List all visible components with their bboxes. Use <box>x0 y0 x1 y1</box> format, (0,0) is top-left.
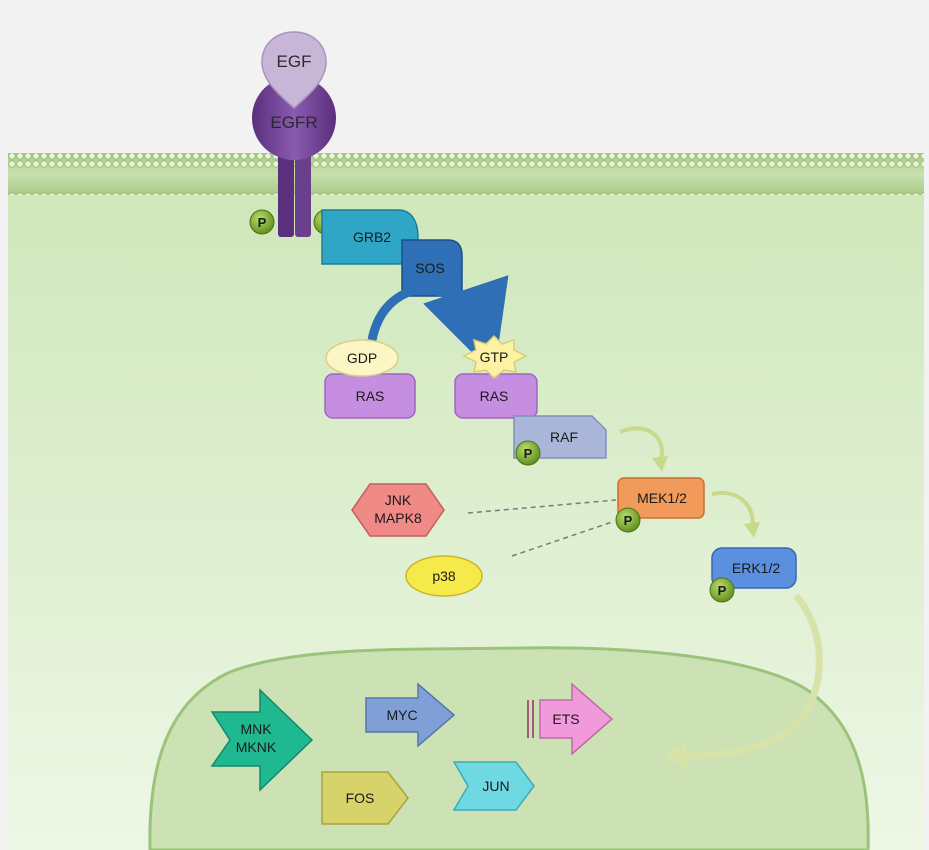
phospho-erk: P <box>709 577 735 603</box>
phospho-raf: P <box>515 440 541 466</box>
egfr-head <box>252 76 336 160</box>
phospho-mek: P <box>615 507 641 533</box>
p38-protein: p38 <box>405 555 483 597</box>
jnk-protein: JNK MAPK8 <box>351 483 445 537</box>
phospho-label: P <box>524 446 533 461</box>
jnk-label-1: JNK <box>385 492 412 508</box>
erk-protein: ERK1/2 P <box>709 547 797 603</box>
erk-to-nucleus-arrow <box>681 593 823 760</box>
egf-label: EGF <box>277 52 312 71</box>
phospho-label: P <box>258 215 267 230</box>
mnk-label-1: MNK <box>240 721 272 737</box>
ets-arrow: ETS <box>527 682 614 756</box>
mek-to-erk-arrowhead <box>744 522 760 538</box>
extracellular-space <box>8 0 924 155</box>
myc-label: MYC <box>386 707 417 723</box>
sos-label: SOS <box>415 260 445 276</box>
phospho-egfr-left: P <box>249 209 275 235</box>
mnk-label-2: MKNK <box>236 739 277 755</box>
jun-arrow: JUN <box>452 761 535 811</box>
gtp-star <box>462 334 528 380</box>
phospho-label: P <box>718 583 727 598</box>
erk-to-nucleus-arrowhead <box>664 742 688 770</box>
mnk-arrow: MNK MKNK <box>210 688 314 792</box>
fos-arrow: FOS <box>321 771 409 825</box>
gdp-label: GDP <box>347 350 377 366</box>
fos-label: FOS <box>346 790 375 806</box>
erk-label: ERK1/2 <box>732 560 780 576</box>
ras-active-label: RAS <box>480 388 509 404</box>
egfr-label: EGFR <box>270 113 317 132</box>
raf-protein: RAF P <box>513 415 607 466</box>
ras-inactive-label: RAS <box>356 388 385 404</box>
jun-label: JUN <box>482 778 509 794</box>
grb2-label: GRB2 <box>353 229 391 245</box>
p38-label: p38 <box>432 568 456 584</box>
cell-membrane <box>8 153 924 195</box>
myc-arrow: MYC <box>365 682 456 748</box>
ras-gdp-complex: RAS GDP <box>324 339 416 419</box>
mek-to-erk-arrow <box>711 490 755 529</box>
egf-ligand: EGF <box>261 31 327 109</box>
gtp-label: GTP <box>480 349 509 365</box>
ras-activation-arrow <box>367 275 509 375</box>
mek-protein: MEK1/2 P <box>615 477 705 533</box>
jnk-label-2: MAPK8 <box>374 510 422 526</box>
gdp <box>325 339 399 377</box>
ets-label: ETS <box>552 711 579 727</box>
egfr-receptor: EGFR <box>252 76 336 237</box>
phospho-label: P <box>624 513 633 528</box>
raf-to-mek-arrowhead <box>652 456 668 472</box>
raf-label: RAF <box>550 429 578 445</box>
mek-label: MEK1/2 <box>637 490 687 506</box>
mek-jnk-link <box>467 499 617 514</box>
raf-to-mek-arrow <box>619 426 664 463</box>
ras-gtp-complex: RAS GTP <box>454 334 538 419</box>
